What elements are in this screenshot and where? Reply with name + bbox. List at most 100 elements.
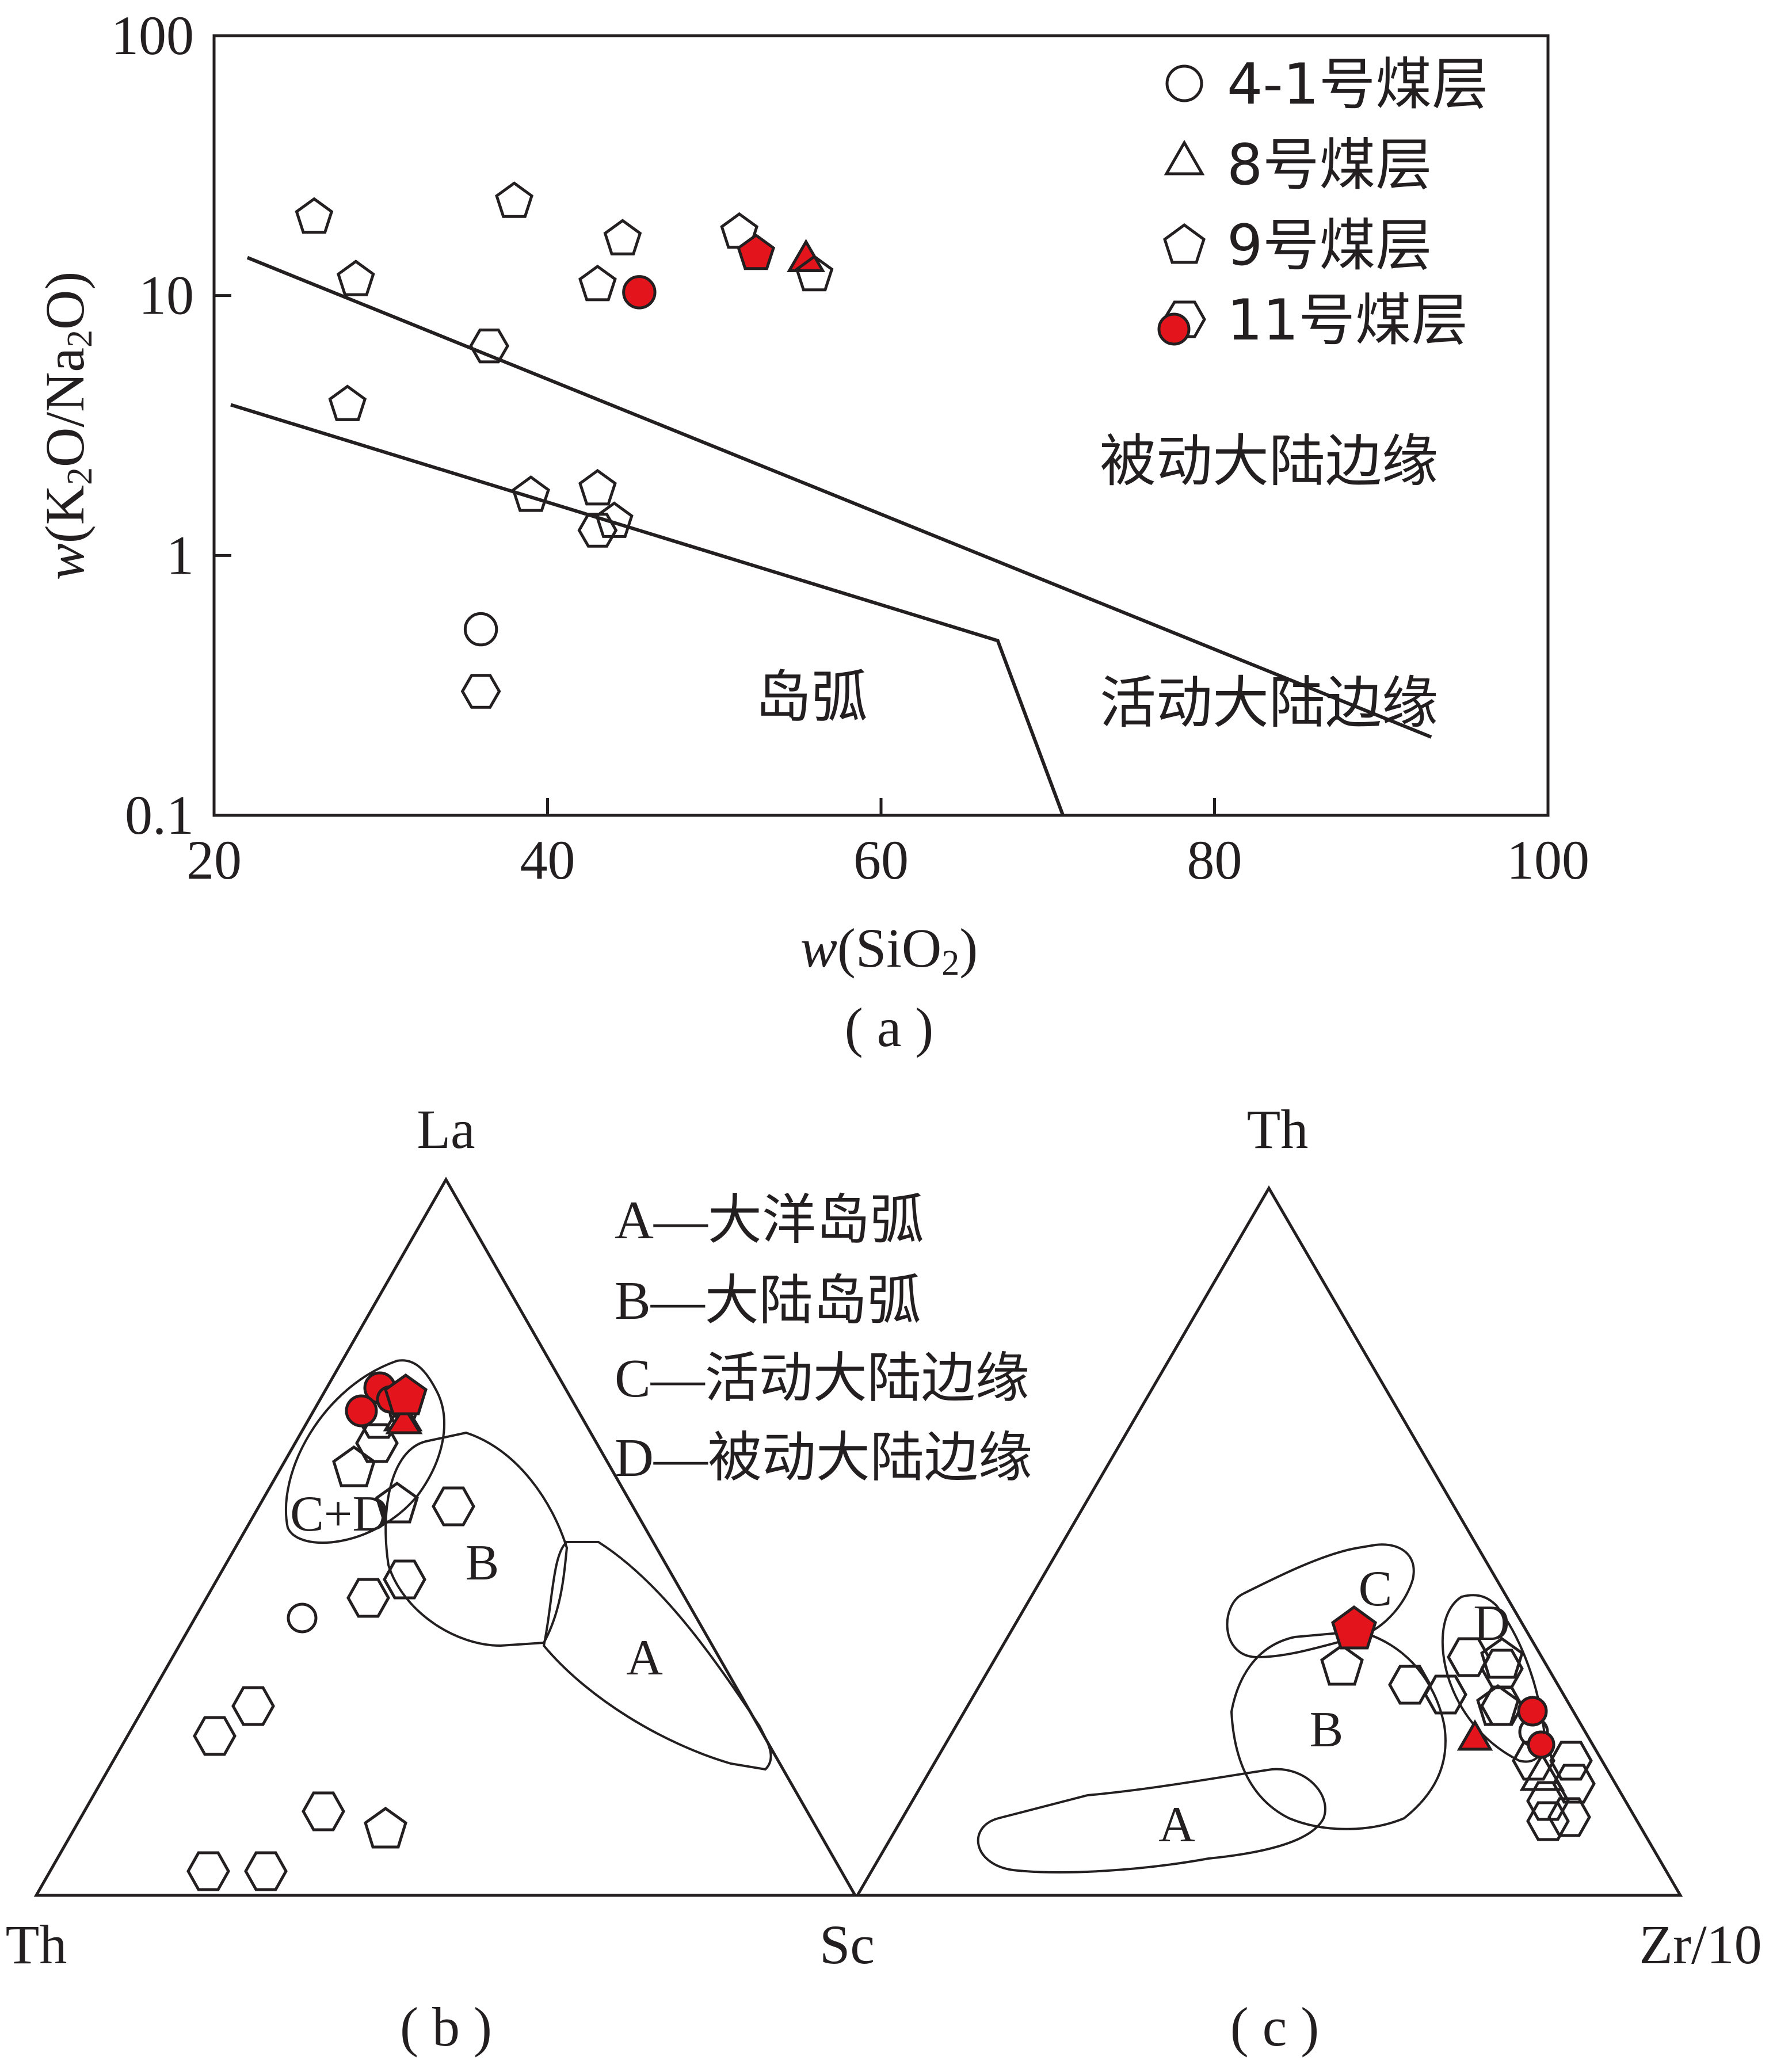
legend-filled-circle-icon bbox=[1157, 312, 1191, 346]
data-point-hexagon bbox=[244, 1851, 288, 1891]
data-point-hexagon bbox=[1547, 1797, 1591, 1837]
x-tick-label: 80 bbox=[1187, 829, 1242, 891]
panel-c-ternary: Th Sc Zr/10 A B C D bbox=[855, 1098, 1762, 1975]
panel-c-field-c-outline bbox=[1226, 1543, 1415, 1659]
panel-b-field-a-outline bbox=[542, 1541, 772, 1771]
panel-b-field-label-b: B bbox=[466, 1535, 500, 1591]
x-tick-label: 20 bbox=[186, 829, 242, 891]
data-point-pentagon bbox=[1320, 1643, 1364, 1686]
data-point-triangle bbox=[1519, 1752, 1565, 1791]
data-point-hexagon bbox=[346, 1578, 390, 1618]
data-point-pentagon bbox=[364, 1806, 407, 1849]
data-point-circle bbox=[463, 612, 498, 647]
data-point-hexagon bbox=[302, 1791, 345, 1831]
panel-c-vertex-label-right: Zr/10 bbox=[1639, 1914, 1761, 1975]
data-point-hexagon bbox=[383, 1559, 426, 1600]
panel-a-field-label-active: 活动大陆边缘 bbox=[1100, 670, 1438, 736]
data-point-filled-pentagon bbox=[1331, 1605, 1377, 1650]
x-tick-label: 40 bbox=[520, 829, 575, 891]
panel-c-vertex-label-top: Th bbox=[1247, 1098, 1309, 1160]
data-point-hexagon bbox=[1447, 1637, 1490, 1677]
panel-a-points bbox=[295, 181, 834, 709]
data-point-hexagon bbox=[1388, 1665, 1432, 1705]
data-point-hexagon bbox=[469, 329, 509, 364]
y-tick-label: 0.1 bbox=[125, 784, 194, 846]
panel-c-field-label-a: A bbox=[1158, 1797, 1195, 1853]
field-legend-item-d: D—被动大陆边缘 bbox=[615, 1426, 1032, 1489]
data-point-pentagon bbox=[332, 1445, 376, 1487]
data-point-hexagon bbox=[1549, 1741, 1593, 1781]
data-point-hexagon bbox=[1480, 1686, 1524, 1726]
panel-b-field-outlines bbox=[284, 1359, 772, 1771]
panel-b-field-label-a: A bbox=[626, 1630, 663, 1686]
panel-b-field-b-outline bbox=[384, 1431, 569, 1647]
panel-b-ternary: La Th Sc C+D B A bbox=[6, 1098, 875, 1975]
data-point-hexagon bbox=[231, 1686, 275, 1726]
data-point-hexagon bbox=[577, 513, 618, 548]
panel-b-field-label-cd: C+D bbox=[290, 1486, 389, 1542]
data-point-pentagon bbox=[512, 475, 550, 512]
data-point-filled-circle bbox=[1517, 1696, 1548, 1727]
legend-label-8: 8号煤层 bbox=[1227, 132, 1432, 198]
data-point-pentagon bbox=[578, 264, 617, 302]
legend-triangle-icon bbox=[1164, 139, 1205, 175]
panel-a-boundaries bbox=[230, 255, 1432, 815]
data-point-pentagon bbox=[603, 219, 642, 255]
legend-circle-icon bbox=[1165, 64, 1203, 102]
panel-b-vertex-label-left: Th bbox=[6, 1914, 67, 1975]
panel-c-field-label-b: B bbox=[1310, 1702, 1344, 1758]
panel-a-field-label-passive: 被动大陆边缘 bbox=[1100, 429, 1438, 494]
panel-a-legend: 4-1号煤层 8号煤层 9号煤层 11号煤层 bbox=[1157, 52, 1488, 353]
field-legend-item-a: A—大洋岛弧 bbox=[615, 1189, 924, 1251]
panel-a-caption: ( a ) bbox=[845, 997, 934, 1058]
data-point-filled-circle bbox=[1527, 1730, 1555, 1759]
panel-c-caption: ( c ) bbox=[1230, 1996, 1320, 2058]
data-point-pentagon bbox=[336, 260, 375, 296]
data-point-hexagon bbox=[460, 674, 501, 709]
y-tick-label: 10 bbox=[139, 265, 194, 326]
panel-c-field-a-outline bbox=[977, 1768, 1326, 1873]
panel-a-boundary-line-2 bbox=[230, 403, 1065, 815]
panel-c-field-label-d: D bbox=[1473, 1596, 1510, 1651]
panel-b-caption: ( b ) bbox=[400, 1996, 492, 2058]
panel-b-triangle bbox=[33, 1176, 858, 1897]
legend-label-11: 11号煤层 bbox=[1227, 288, 1468, 353]
data-point-filled-triangle bbox=[1456, 1719, 1493, 1751]
data-point-hexagon bbox=[1526, 1781, 1570, 1821]
legend-label-9: 9号煤层 bbox=[1227, 213, 1432, 278]
data-point-hexagon bbox=[193, 1716, 237, 1756]
data-point-filled-circle bbox=[345, 1394, 378, 1428]
data-point-filled-triangle bbox=[385, 1404, 423, 1434]
legend-label-4-1: 4-1号煤层 bbox=[1227, 52, 1488, 117]
data-point-pentagon bbox=[295, 197, 334, 234]
data-point-pentagon bbox=[1480, 1636, 1524, 1679]
data-point-pentagon bbox=[795, 254, 834, 292]
data-point-filled-pentagon bbox=[737, 233, 776, 270]
panel-b-points bbox=[186, 1371, 475, 1891]
data-point-pentagon bbox=[328, 384, 367, 421]
data-point-hexagon bbox=[1526, 1801, 1570, 1841]
data-point-hexagon bbox=[355, 1423, 399, 1463]
data-point-filled-pentagon bbox=[384, 1373, 428, 1415]
panel-c-points bbox=[1320, 1605, 1596, 1841]
panel-b-field-cd-outline bbox=[284, 1359, 446, 1544]
panel-c-field-label-c: C bbox=[1359, 1561, 1393, 1617]
data-point-hexagon bbox=[186, 1851, 230, 1891]
panel-b-vertex-label-top: La bbox=[417, 1098, 475, 1160]
data-point-hexagon bbox=[1424, 1674, 1467, 1715]
data-point-hexagon bbox=[432, 1486, 475, 1527]
y-tick-label: 1 bbox=[166, 524, 194, 586]
panel-a-y-axis-label: w(K2O/Na2O) bbox=[34, 272, 100, 581]
data-point-circle bbox=[287, 1602, 318, 1634]
panel-c-field-b-outline bbox=[1230, 1630, 1447, 1830]
panel-b-vertex-label-right: Sc bbox=[819, 1914, 875, 1975]
data-point-pentagon bbox=[495, 181, 533, 218]
field-legend-item-c: C—活动大陆边缘 bbox=[615, 1347, 1030, 1410]
data-point-pentagon bbox=[578, 468, 617, 506]
data-point-filled-circle bbox=[622, 275, 657, 310]
field-legend-item-b: B—大陆岛弧 bbox=[615, 1269, 921, 1332]
panel-a-field-label-island-arc: 岛弧 bbox=[755, 665, 868, 730]
x-tick-label: 60 bbox=[853, 829, 909, 891]
